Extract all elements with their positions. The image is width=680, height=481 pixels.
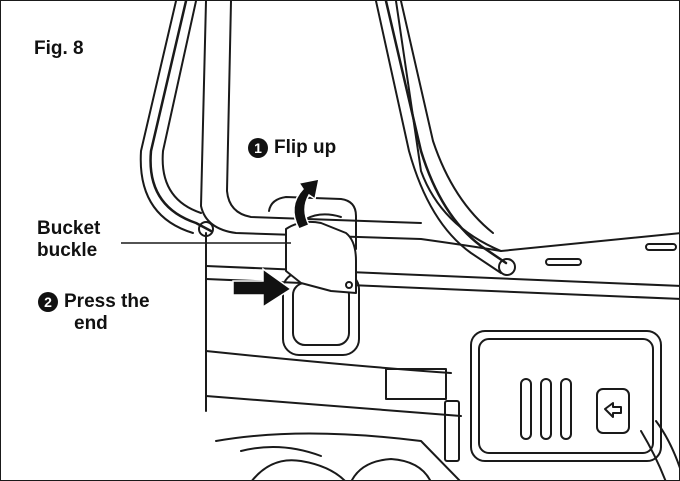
vent-slot-1 bbox=[520, 378, 532, 440]
pivot-bolt-right bbox=[498, 258, 516, 276]
bucket-buckle-label-line1: Bucket bbox=[37, 218, 101, 239]
bucket-handle-left bbox=[149, 1, 213, 233]
bucket-buckle-label-line2: buckle bbox=[37, 239, 98, 261]
vent-slot-3 bbox=[560, 378, 572, 440]
bucket-buckle-label: Bucket buckle bbox=[37, 218, 100, 262]
vent-slot-2 bbox=[540, 378, 552, 440]
step-2-label: 2 Press the end bbox=[38, 291, 150, 335]
flip-up-arrow-icon bbox=[293, 178, 320, 230]
bucket-handle-right bbox=[384, 1, 508, 265]
figure-title: Fig. 8 bbox=[34, 38, 84, 59]
step-2-number: 2 bbox=[38, 291, 58, 312]
step-1-text: Flip up bbox=[274, 137, 337, 158]
press-arrow-icon bbox=[232, 267, 293, 309]
side-panel bbox=[470, 330, 662, 462]
step-2-text-line2: end bbox=[74, 312, 108, 334]
step-1-label: 1 Flip up bbox=[248, 137, 336, 159]
bucket-body bbox=[200, 1, 679, 252]
step-2-text-line1: Press the bbox=[64, 291, 150, 312]
step-1-number: 1 bbox=[248, 137, 268, 158]
